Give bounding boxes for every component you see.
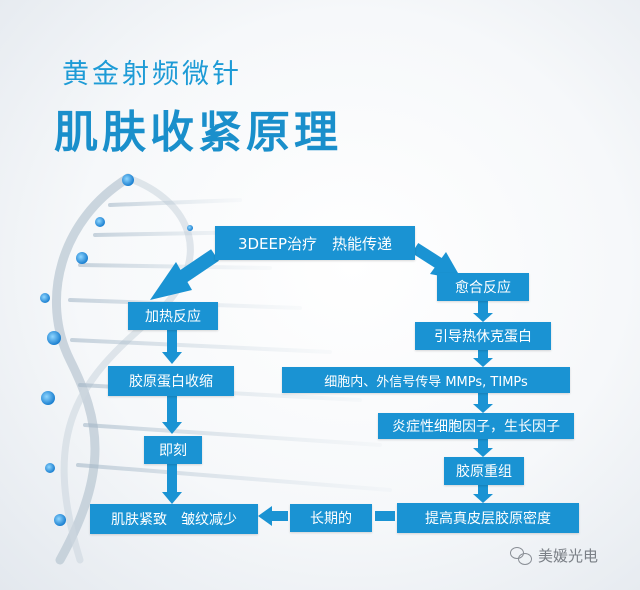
node-collagen-shrink: 胶原蛋白收缩 <box>108 366 234 396</box>
arrow-healing-to-hsp-shaft <box>478 301 488 313</box>
node-remodel: 胶原重组 <box>444 457 524 485</box>
arrow-hsp-to-mmps-shaft <box>478 344 488 358</box>
arrow-longterm-to-result-shaft <box>270 511 288 521</box>
arrow-immediate-to-result-shaft <box>167 454 177 492</box>
arrow-heat-to-shrink-head <box>162 352 182 364</box>
node-hsp: 引导热休克蛋白 <box>415 322 551 350</box>
diagram-title: 肌肤收紧原理 <box>54 107 342 158</box>
arrow-heat-to-shrink-shaft <box>167 330 177 352</box>
node-start: 3DEEP治疗 热能传递 <box>215 226 415 260</box>
arrow-density-to-longterm <box>375 511 395 521</box>
node-healing: 愈合反应 <box>437 273 529 301</box>
arrow-remodel-to-density-head <box>473 494 493 503</box>
wechat-icon <box>510 546 532 565</box>
node-density: 提高真皮层胶原密度 <box>397 503 579 533</box>
arrowhead-start-to-heat <box>150 262 192 300</box>
arrow-mmps-to-factors-shaft <box>478 390 488 404</box>
watermark-text: 美媛光电 <box>538 547 599 565</box>
arrow-hsp-to-mmps-head <box>473 358 493 367</box>
arrow-immediate-to-result-head <box>162 492 182 504</box>
arrow-longterm-to-result-head <box>258 506 272 526</box>
node-immediate: 即刻 <box>144 436 202 464</box>
arrow-factors-to-remodel-shaft <box>478 436 488 448</box>
node-long-term: 长期的 <box>290 504 372 532</box>
watermark: 美媛光电 <box>510 545 598 566</box>
arrow-healing-to-hsp-head <box>473 313 493 322</box>
diagram-subtitle: 黄金射频微针 <box>62 59 242 90</box>
arrow-shrink-to-immediate-shaft <box>167 396 177 422</box>
node-factors: 炎症性细胞因子，生长因子 <box>378 413 574 439</box>
arrow-remodel-to-density-shaft <box>478 480 488 494</box>
arrow-start-to-healing <box>411 242 444 270</box>
arrow-mmps-to-factors-head <box>473 404 493 413</box>
node-heat-reaction: 加热反应 <box>128 302 218 330</box>
arrow-factors-to-remodel-head <box>473 448 493 457</box>
arrow-shrink-to-immediate-head <box>162 422 182 434</box>
node-mmps: 细胞内、外信号传导 MMPs, TIMPs <box>282 367 570 393</box>
node-result: 肌肤紧致 皱纹减少 <box>90 504 258 534</box>
